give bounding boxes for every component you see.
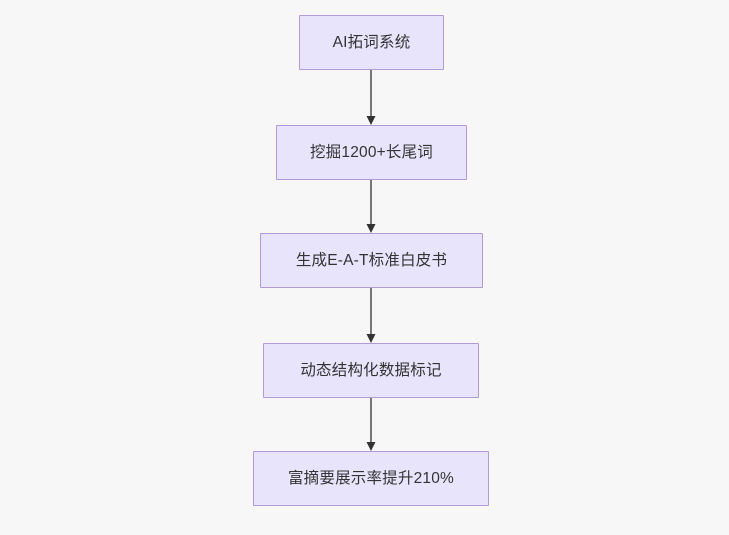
- flowchart-node-mine-longtail-keywords[interactable]: 挖掘1200+长尾词: [276, 125, 467, 180]
- node-label: 动态结构化数据标记: [300, 361, 442, 379]
- edge-arrow-icon: [366, 398, 376, 451]
- edge-arrow-icon: [366, 180, 376, 233]
- node-label: AI拓词系统: [332, 33, 411, 51]
- node-label: 生成E-A-T标准白皮书: [295, 251, 448, 269]
- node-label: 挖掘1200+长尾词: [309, 143, 434, 161]
- edge-connector: [361, 288, 381, 343]
- flowchart-node-dynamic-structured-data-markup[interactable]: 动态结构化数据标记: [263, 343, 479, 398]
- edge-connector: [361, 180, 381, 233]
- flowchart-node-rich-snippet-rate-increase[interactable]: 富摘要展示率提升210%: [253, 451, 489, 506]
- node-label: 富摘要展示率提升210%: [287, 469, 455, 487]
- edge-connector: [361, 398, 381, 451]
- edge-connector: [361, 70, 381, 125]
- flowchart-node-ai-keyword-system[interactable]: AI拓词系统: [299, 15, 444, 70]
- edge-arrow-icon: [366, 288, 376, 343]
- edge-arrow-icon: [366, 70, 376, 125]
- flowchart-node-generate-eat-whitepaper[interactable]: 生成E-A-T标准白皮书: [260, 233, 483, 288]
